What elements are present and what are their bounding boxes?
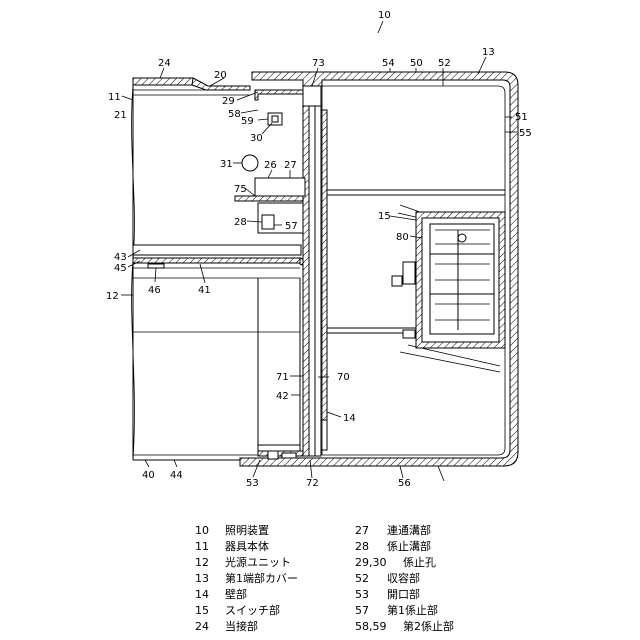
callout-29: 29 xyxy=(222,96,235,107)
callout-45: 45 xyxy=(114,263,127,274)
callout-50: 50 xyxy=(410,58,423,69)
callout-14: 14 xyxy=(343,413,356,424)
legend-num: 15 xyxy=(195,604,209,617)
callout-30: 30 xyxy=(250,133,263,144)
callout-73: 73 xyxy=(312,58,325,69)
legend-num: 57 xyxy=(355,604,369,617)
callout-24: 24 xyxy=(158,58,171,69)
legend-name: 第1端部カバー xyxy=(225,571,298,585)
callout-56: 56 xyxy=(398,478,411,489)
abutment-strip xyxy=(133,78,193,85)
callout-28: 28 xyxy=(234,217,247,228)
legend-num: 11 xyxy=(195,540,209,553)
legend-name: 収容部 xyxy=(387,571,420,585)
legend-num: 29,30 xyxy=(355,556,387,569)
legend-name: 係止孔 xyxy=(403,556,436,569)
callout-15: 15 xyxy=(378,211,391,222)
callout-52: 52 xyxy=(438,58,451,69)
legend-num: 27 xyxy=(355,524,369,537)
callout-27: 27 xyxy=(284,160,297,171)
callout-20: 20 xyxy=(214,70,227,81)
callout-40: 40 xyxy=(142,470,155,481)
callout-26: 26 xyxy=(264,160,277,171)
callout-54: 54 xyxy=(382,58,395,69)
plate-43 xyxy=(133,245,301,255)
legend-num: 12 xyxy=(195,556,209,569)
locking-groove-57 xyxy=(262,215,274,229)
callout-46: 46 xyxy=(148,285,161,296)
plate-45 xyxy=(133,258,301,263)
callout-70: 70 xyxy=(337,372,350,383)
callout-80: 80 xyxy=(396,232,409,243)
legend: 10 照明装置 11 器具本体 12 光源ユニット 13 第1端部カバー 14 … xyxy=(195,523,454,633)
legend-num: 13 xyxy=(195,572,209,585)
callout-59: 59 xyxy=(241,116,254,127)
callout-31: 31 xyxy=(220,159,233,170)
callout-43: 43 xyxy=(114,252,127,263)
callout-13: 13 xyxy=(482,47,495,58)
callout-10: 10 xyxy=(378,10,391,21)
callout-41: 41 xyxy=(198,285,211,296)
callout-55: 55 xyxy=(519,128,532,139)
callout-44: 44 xyxy=(170,470,183,481)
legend-name: 第1係止部 xyxy=(387,603,438,617)
legend-num: 24 xyxy=(195,620,209,633)
callout-11: 11 xyxy=(108,92,121,103)
legend-name: 照明装置 xyxy=(225,524,269,537)
legend-num: 53 xyxy=(355,588,369,601)
legend-name: 連通溝部 xyxy=(387,523,431,537)
legend-name: 器具本体 xyxy=(225,539,269,553)
wall-42-base xyxy=(258,445,300,451)
legend-num: 10 xyxy=(195,524,209,537)
legend-name: 当接部 xyxy=(225,619,258,633)
flange-75 xyxy=(235,196,303,201)
callout-51: 51 xyxy=(515,112,528,123)
clip-46 xyxy=(148,264,164,268)
legend-num: 52 xyxy=(355,572,369,585)
legend-name: 壁部 xyxy=(225,587,247,601)
legend-name: 係止溝部 xyxy=(387,539,431,553)
legend-name: スイッチ部 xyxy=(225,603,280,617)
callout-53: 53 xyxy=(246,478,259,489)
legend-num: 28 xyxy=(355,540,369,553)
callout-57: 57 xyxy=(285,221,298,232)
legend-num: 14 xyxy=(195,588,209,601)
legend-num: 58,59 xyxy=(355,620,387,633)
callout-75: 75 xyxy=(234,184,247,195)
callout-72: 72 xyxy=(306,478,319,489)
callout-12: 12 xyxy=(106,291,119,302)
legend-name: 第2係止部 xyxy=(403,619,454,633)
callout-21: 21 xyxy=(114,110,127,121)
callout-42: 42 xyxy=(276,391,289,402)
callout-71: 71 xyxy=(276,372,289,383)
fixture-body-section xyxy=(132,78,309,460)
callout-58: 58 xyxy=(228,109,241,120)
legend-name: 開口部 xyxy=(387,587,420,601)
legend-name: 光源ユニット xyxy=(225,555,291,569)
round-hole-31 xyxy=(242,155,258,171)
